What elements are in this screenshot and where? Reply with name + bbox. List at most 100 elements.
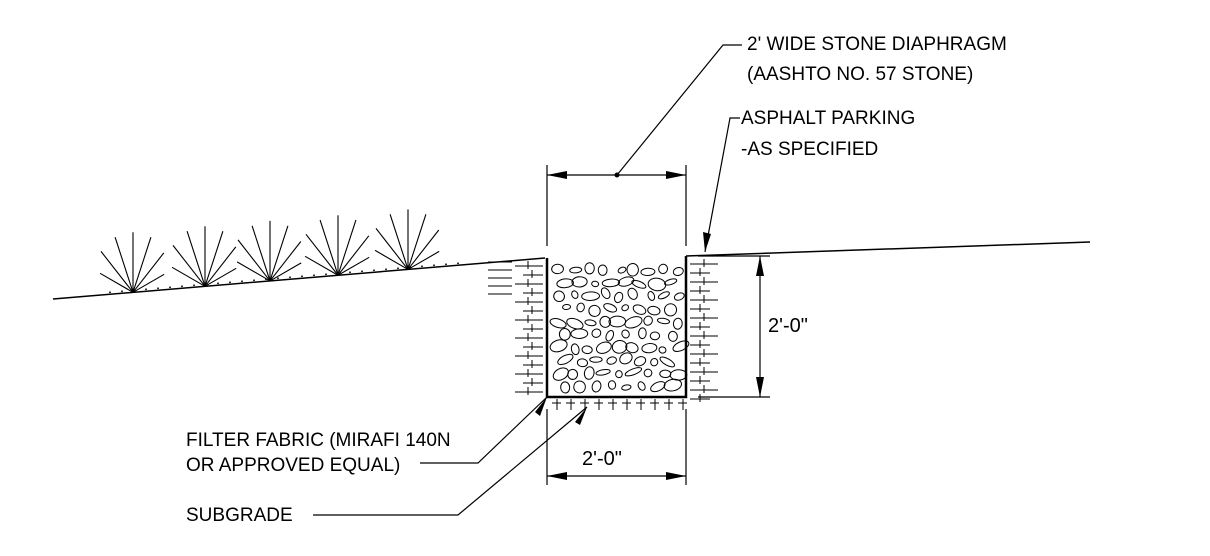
grass-blade [204, 246, 237, 287]
stone [619, 352, 633, 365]
stone [664, 278, 678, 286]
stone [611, 340, 628, 354]
stone [603, 303, 618, 313]
asphalt-label-line2: -AS SPECIFIED [741, 139, 879, 160]
stone [649, 331, 661, 341]
grass-dot [169, 286, 171, 289]
grass-dot [181, 285, 183, 288]
stone [581, 291, 600, 301]
grass-dot [301, 275, 303, 278]
stone [549, 339, 568, 353]
stone [657, 291, 670, 300]
stone [591, 328, 602, 338]
grass-blade [186, 231, 206, 287]
filter-fabric-leader [420, 396, 548, 464]
grass-dot [445, 263, 447, 266]
stone [570, 328, 589, 339]
grass-dot [277, 277, 279, 280]
stone [597, 264, 608, 276]
grass-blade [269, 241, 302, 282]
stone [569, 266, 583, 274]
depth-dimension-label: 2'-0" [768, 315, 808, 337]
stone [583, 366, 595, 380]
grass-blade [337, 256, 370, 276]
stone [658, 346, 667, 354]
stone [584, 319, 597, 327]
subgrade-leader [313, 406, 588, 516]
grass-dot [193, 284, 195, 287]
stone [643, 315, 653, 326]
grass-dot [349, 271, 351, 274]
stone [625, 342, 639, 354]
grass-dot [313, 274, 315, 277]
stone [566, 317, 584, 330]
stone [549, 318, 567, 329]
stone [621, 304, 630, 312]
stone [658, 263, 669, 275]
stone [631, 279, 647, 289]
grass-blade [114, 237, 134, 293]
stone [560, 381, 571, 394]
stone [613, 291, 624, 304]
stone [606, 356, 617, 365]
grass-dot [109, 291, 111, 294]
grass-dot [385, 268, 387, 271]
grass-dot [457, 262, 459, 265]
stone [638, 327, 647, 340]
grass-blade [171, 266, 206, 287]
stone [624, 316, 643, 329]
grass-blade [237, 239, 271, 282]
grass-blade [132, 237, 152, 293]
stone [589, 356, 603, 363]
grass-blade [99, 272, 134, 293]
grass-blade [251, 225, 271, 282]
grass-blade [389, 214, 409, 270]
stone [643, 368, 653, 378]
stone [605, 330, 615, 342]
grass-dot [409, 266, 411, 269]
grass-blade [407, 250, 440, 270]
grass-dot [205, 283, 207, 286]
top-width-dimension [546, 165, 687, 246]
filter-fabric-label-line1: FILTER FABRIC (MIRAFI 140N [186, 430, 451, 451]
stone [647, 277, 667, 292]
depth-dimension [698, 255, 770, 398]
stone [627, 287, 638, 300]
stone [588, 304, 601, 317]
stone [659, 356, 676, 368]
stone [659, 369, 672, 379]
filter-fabric-label-line2: OR APPROVED EQUAL) [186, 455, 401, 476]
grass-dot [133, 289, 135, 292]
grass-dot [145, 288, 147, 291]
asphalt-label-line1: ASPHALT PARKING [741, 108, 916, 129]
stone [617, 276, 635, 287]
grass-dot [265, 278, 267, 281]
grass-dot [421, 265, 423, 268]
stone [621, 384, 632, 391]
asphalt-leader [704, 117, 740, 253]
grass-blade [132, 273, 165, 293]
stone [595, 341, 612, 354]
diaphragm-leader [616, 44, 742, 176]
stone [615, 370, 623, 379]
stone [669, 369, 688, 381]
stone [640, 267, 656, 276]
stone [552, 367, 569, 381]
stone [571, 290, 579, 299]
stone [672, 317, 683, 330]
stone [641, 342, 658, 354]
stone [656, 317, 671, 325]
stone [567, 368, 579, 380]
grass-blade [319, 219, 339, 276]
stone [672, 340, 690, 352]
grass-dot [361, 270, 363, 273]
stone [576, 302, 585, 313]
grass-dot [397, 267, 399, 270]
grass-blade [132, 252, 165, 293]
stone [576, 358, 589, 368]
stone [637, 381, 646, 391]
grass-symbols [99, 209, 459, 294]
grass-blade [407, 214, 427, 270]
